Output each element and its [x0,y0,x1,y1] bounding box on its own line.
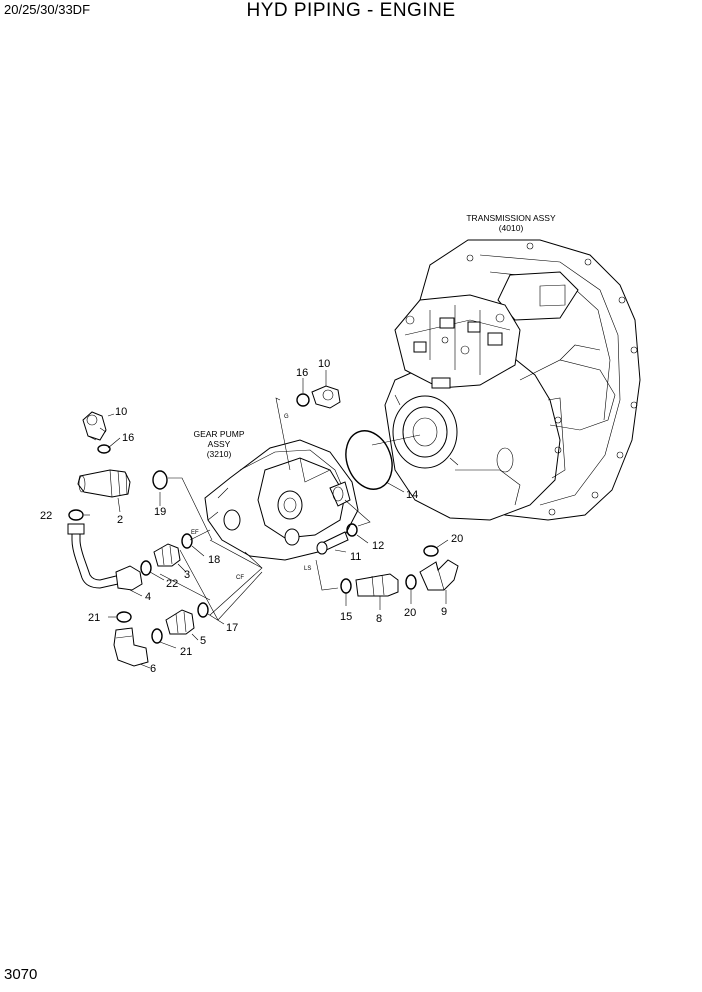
part-6-elbow [113,627,149,667]
page-number: 3070 [4,966,38,983]
callout-22-center: 22 [166,578,178,590]
part-4-pipe [67,523,143,591]
callout-19: 19 [154,506,166,518]
part-9-elbow [419,559,459,591]
part-22-oring-left [68,509,84,521]
gear-pump-assembly [204,439,359,561]
transmission-label-line2: (4010) [499,223,524,233]
callout-12: 12 [372,540,384,552]
callout-5: 5 [200,635,206,647]
callout-10-left: 10 [115,406,127,418]
callout-8: 8 [376,613,382,625]
leader-lines [84,370,449,669]
callout-21-bottom: 21 [180,646,192,658]
part-22-oring-center [140,560,152,576]
part-10-left [82,411,107,441]
callout-2: 2 [117,514,123,526]
callout-17: 17 [226,622,238,634]
callout-18: 18 [208,554,220,566]
gear-pump-label-line3: (3210) [207,449,232,459]
part-10-top [311,385,341,409]
callout-3: 3 [184,569,190,581]
part-3-fitting [153,543,181,567]
part-20-oring-upper [423,545,439,557]
callout-11: 11 [350,551,361,563]
callout-10-top: 10 [318,358,330,370]
callout-14: 14 [406,489,418,501]
callout-21-top: 21 [88,612,100,624]
part-18-oring [181,533,193,549]
transmission-assembly [384,239,641,521]
part-2-fitting [77,469,131,498]
callout-20-lower: 20 [404,607,416,619]
callout-22-left: 22 [40,510,52,522]
gear-pump-label-line2: ASSY [208,439,231,449]
model-number: 20/25/30/33DF [4,2,91,17]
callout-9: 9 [441,606,447,618]
transmission-label-line1: TRANSMISSION ASSY [466,213,556,223]
gear-pump-label-line1: GEAR PUMP [193,429,244,439]
port-label-cf: CF [236,575,244,581]
part-17-oring [197,602,209,618]
part-12-washer [346,523,358,537]
part-21-oring-bottom [151,628,163,644]
part-16-oring-top [296,393,310,407]
part-20-oring-lower [405,574,417,590]
part-19-oring [152,470,168,490]
callout-4: 4 [145,591,151,603]
part-14-oring [345,430,393,490]
callout-20-upper: 20 [451,533,463,545]
part-11-bolt [316,531,349,555]
port-label-ef: EF [191,530,199,536]
part-5-fitting [165,609,195,635]
page-title: HYD PIPING - ENGINE [246,0,456,21]
callout-16-top: 16 [296,367,308,379]
callout-15: 15 [340,611,352,623]
port-label-ls: LS [304,566,311,572]
part-8-fitting [355,573,399,597]
part-21-oring-top [116,611,132,623]
part-16-oring-left [97,444,111,454]
part-15-oring [340,578,352,594]
callout-16-left: 16 [122,432,134,444]
port-label-g: G [284,414,289,420]
callout-6: 6 [150,663,156,675]
